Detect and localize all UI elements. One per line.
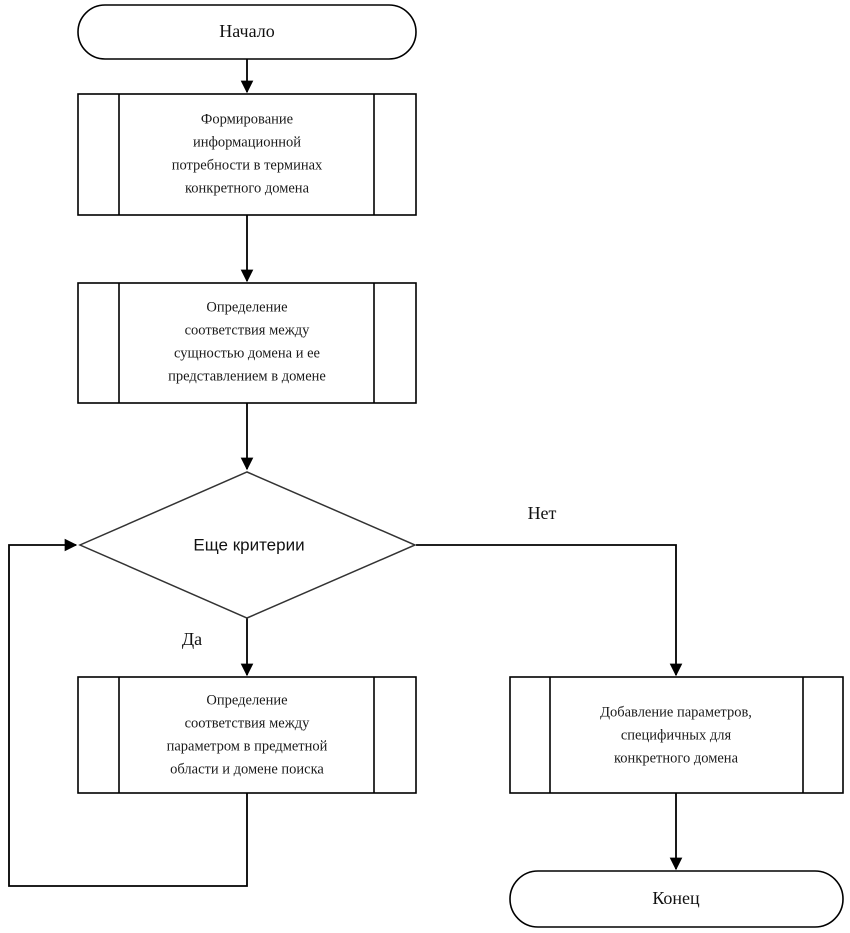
process2-line-1: Определение [206, 299, 287, 315]
process4-shape [509, 676, 844, 794]
node-process4[interactable]: Добавление параметров, специфичных для к… [509, 676, 844, 794]
process1-shape [77, 93, 417, 216]
start-shape [77, 4, 417, 60]
process4-line-3: конкретного домена [614, 750, 739, 766]
decision-label: Еще критерии [193, 535, 304, 554]
process2-shape [77, 282, 417, 404]
connector-process3-loopback-to-decision [8, 538, 248, 887]
node-decision[interactable]: Еще критерии [78, 471, 417, 619]
process4-line-1: Добавление параметров, [600, 704, 752, 720]
node-process2[interactable]: Определение соответствия между сущностью… [77, 282, 417, 404]
end-label: Конец [652, 888, 700, 908]
node-end[interactable]: Конец [509, 870, 844, 928]
process3-line-1: Определение [206, 692, 287, 708]
process3-shape [77, 676, 417, 794]
process3-line-3: параметром в предметной [167, 738, 328, 754]
process3-line-2: соответствия между [185, 715, 310, 731]
process2-line-3: сущностью домена и ее [174, 345, 320, 361]
node-process3[interactable]: Определение соответствия между параметро… [77, 676, 417, 794]
node-process1[interactable]: Формирование информационной потребности … [77, 93, 417, 216]
process2-line-2: соответствия между [185, 322, 310, 338]
process1-line-4: конкретного домена [185, 180, 310, 196]
process3-line-4: области и домене поиска [170, 761, 324, 777]
node-start[interactable]: Начало [77, 4, 417, 60]
edge-label-no: Нет [528, 503, 557, 523]
decision-shape [78, 471, 417, 619]
connector-decision-no-to-process4 [416, 544, 683, 677]
end-shape [509, 870, 844, 928]
process1-line-3: потребности в терминах [172, 157, 323, 173]
start-label: Начало [219, 21, 274, 41]
process4-line-2: специфичных для [621, 727, 732, 743]
process1-line-2: информационной [193, 134, 301, 150]
process2-line-4: представлением в домене [168, 368, 326, 384]
edge-label-yes: Да [182, 629, 202, 649]
process1-line-1: Формирование [201, 111, 293, 127]
